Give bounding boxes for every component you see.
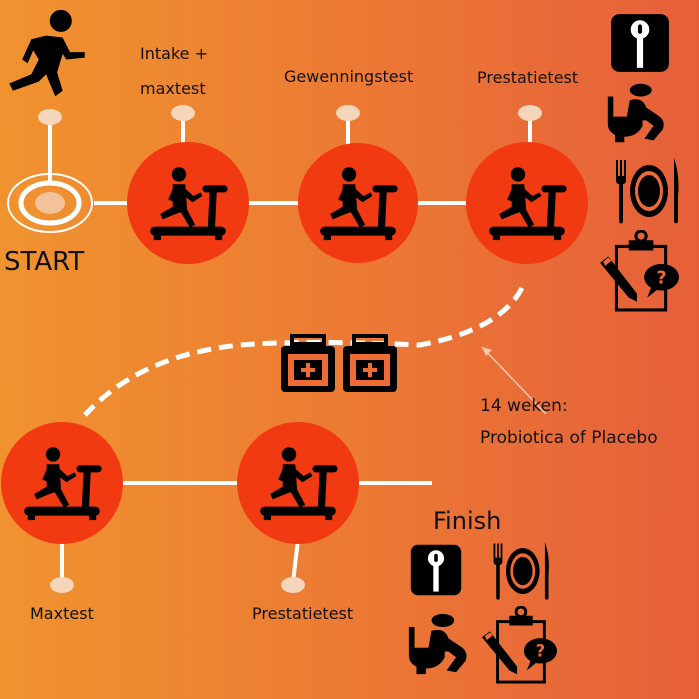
treadmill-step-prestatie-1	[466, 142, 588, 264]
intervention-duration: 14 weken:	[480, 396, 568, 416]
toilet-icon	[408, 613, 467, 675]
questionnaire-icon	[598, 230, 680, 312]
treadmill-step-prestatie-2	[237, 422, 359, 544]
intervention-arrow	[481, 346, 547, 415]
weighing-scale-icon	[611, 14, 669, 72]
step-label-prestatietest-final: Prestatietest	[252, 604, 354, 623]
intervention-description: Probiotica of Placebo	[480, 428, 658, 448]
plate-cutlery-icon	[616, 158, 679, 224]
arrow-head-icon	[482, 347, 492, 356]
weighing-scale-icon	[410, 544, 462, 596]
step-label-maxtest: Maxtest	[30, 604, 94, 623]
step-label-prestatietest: Prestatietest	[477, 68, 579, 87]
step-label-intake-line1: Intake +	[140, 44, 208, 63]
step-label-intake-line2: maxtest	[140, 79, 206, 98]
treadmill-step-intake	[127, 142, 249, 264]
runner-icon	[9, 9, 85, 97]
treadmill-step-gewenning	[298, 143, 418, 263]
study-path-dashed	[83, 286, 525, 417]
step-label-gewenningstest: Gewenningstest	[284, 67, 414, 86]
toilet-icon	[607, 83, 664, 143]
plate-cutlery-icon	[493, 541, 549, 600]
start-label: START	[4, 247, 85, 277]
questionnaire-icon	[480, 606, 559, 684]
milestone-pins	[38, 105, 542, 593]
finish-label: Finish	[433, 507, 502, 535]
treadmill-step-maxtest	[1, 422, 123, 544]
start-target-icon	[7, 173, 93, 233]
